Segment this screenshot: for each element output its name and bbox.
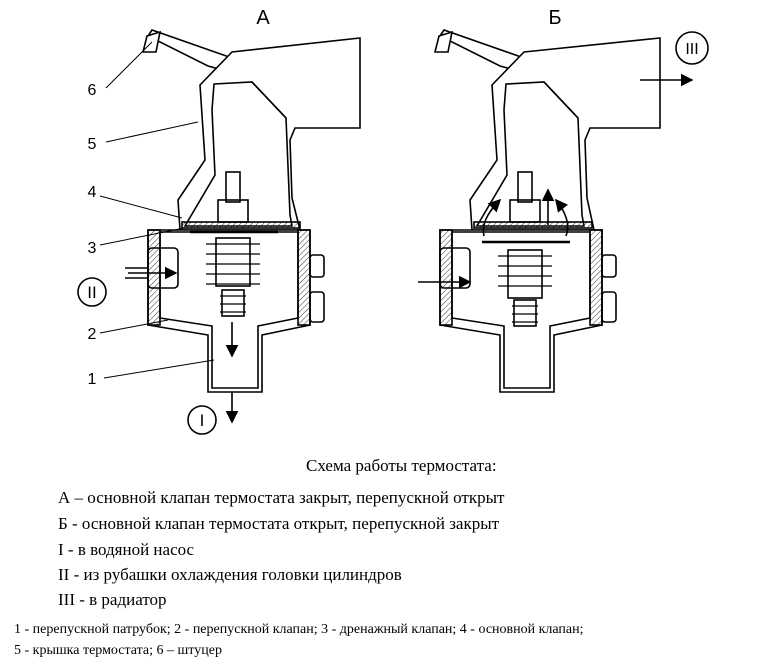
panel-a-drawing: А II I (77, 7, 361, 435)
panel-b-label: Б (548, 7, 561, 29)
legend-ii: II - из рубашки охлаждения головки цилин… (58, 565, 402, 584)
legend-b: Б - основной клапан термостата открыт, п… (58, 514, 500, 533)
caption-title: Схема работы термостата: (306, 456, 497, 475)
panel-b-drawing: Б III (418, 7, 709, 393)
marker-ii-label: II (87, 283, 96, 302)
parts-list-line-1: 1 - перепускной патрубок; 2 - перепускно… (14, 622, 584, 637)
marker-i-label: I (200, 411, 205, 430)
thermostat-diagram: А II I (77, 7, 709, 435)
part-number-3: 3 (88, 240, 97, 257)
parts-list-line-2: 5 - крышка термостата; 6 – штуцер (14, 643, 222, 658)
panel-a-label: А (256, 7, 270, 29)
part-number-5: 5 (88, 136, 97, 153)
marker-iii-label: III (685, 41, 698, 58)
part-number-1: 1 (88, 371, 97, 388)
part-number-2: 2 (88, 326, 97, 343)
part-number-4: 4 (88, 184, 97, 201)
part-number-6: 6 (88, 82, 97, 99)
marker-i (187, 405, 217, 435)
marker-ii (77, 277, 107, 307)
legend-i: I - в водяной насос (58, 540, 195, 559)
legend-a: А – основной клапан термостата закрыт, п… (58, 488, 505, 507)
marker-iii (675, 31, 709, 65)
legend-iii: III - в радиатор (58, 590, 167, 609)
